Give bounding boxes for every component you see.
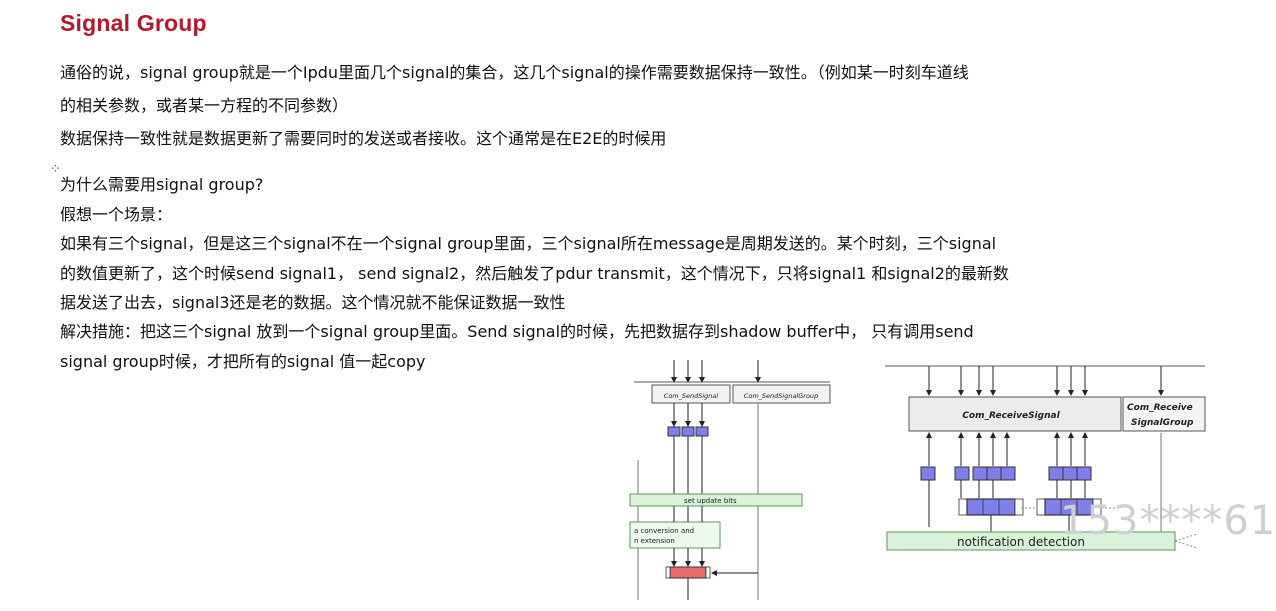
paragraph-line-10: signal group时候，才把所有的signal 值一起copy xyxy=(60,352,426,371)
signal-box xyxy=(954,466,970,481)
com-send-signal-group-box xyxy=(732,384,831,404)
set-update-bits-bar xyxy=(629,493,803,507)
signal-box xyxy=(1062,466,1078,481)
paragraph-line-1: 通俗的说，signal group就是一个Ipdu里面几个signal的集合，这… xyxy=(60,63,969,82)
conversion-box xyxy=(629,521,721,549)
paragraph-line-9: 解决措施：把这三个signal 放到一个signal group里面。Send … xyxy=(60,322,974,341)
signal-box xyxy=(986,466,1002,481)
signal-box xyxy=(681,426,695,437)
paragraph-line-5: 假想一个场景： xyxy=(60,205,173,224)
paragraph-line-8: 据发送了出去，signal3还是老的数据。这个情况就不能保证数据一致性 xyxy=(60,293,566,312)
send-signal-diagram: Com_SendSignal Com_SendSignalGroup set u… xyxy=(629,360,831,600)
signal-box xyxy=(695,426,709,437)
signal-box xyxy=(667,426,681,437)
com-send-signal-label: Com_SendSignal xyxy=(664,392,719,400)
com-receive-signal-group-label-1: Com_Receive xyxy=(1127,403,1193,413)
signal-box xyxy=(972,466,988,481)
paragraph-line-7: 的数值更新了，这个时候send signal1， send signal2，然后… xyxy=(60,264,1009,283)
paragraph-line-2: 的相关参数，或者某一方程的不同参数） xyxy=(60,96,349,115)
paragraph-line-4: 为什么需要用signal group? xyxy=(60,175,264,194)
com-receive-signal-group-label-2: SignalGroup xyxy=(1131,418,1194,428)
notification-detection-label: notification detection xyxy=(957,535,1085,549)
watermark: 153****61 xyxy=(1060,498,1276,544)
signal-box xyxy=(920,466,936,481)
ipdu-buffer xyxy=(669,566,707,579)
com-receive-signal-box xyxy=(908,396,1122,432)
page-title: Signal Group xyxy=(60,10,207,36)
signal-box xyxy=(1000,466,1016,481)
com-receive-signal-label: Com_ReceiveSignal xyxy=(962,411,1060,421)
receive-signal-diagram: Com_ReceiveSignal Com_Receive SignalGrou… xyxy=(885,365,1206,551)
com-receive-signal-group-box xyxy=(1122,396,1206,432)
set-update-bits-label: set update bits xyxy=(684,497,737,505)
conversion-label-2: n extension xyxy=(634,537,675,545)
paragraph-line-6: 如果有三个signal，但是这三个signal不在一个signal group里… xyxy=(60,234,997,253)
shadow-buffer xyxy=(966,498,1016,516)
conversion-label-1: a conversion and xyxy=(634,527,694,535)
signal-box xyxy=(1076,466,1092,481)
signal-box xyxy=(1048,466,1064,481)
com-send-signal-box xyxy=(651,384,731,404)
paragraph-line-3: 数据保持一致性就是数据更新了需要同时的发送或者接收。这个通常是在E2E的时候用 xyxy=(60,129,667,148)
cursor-icon: ⁘ xyxy=(50,162,61,177)
com-send-signal-group-label: Com_SendSignalGroup xyxy=(744,392,818,400)
